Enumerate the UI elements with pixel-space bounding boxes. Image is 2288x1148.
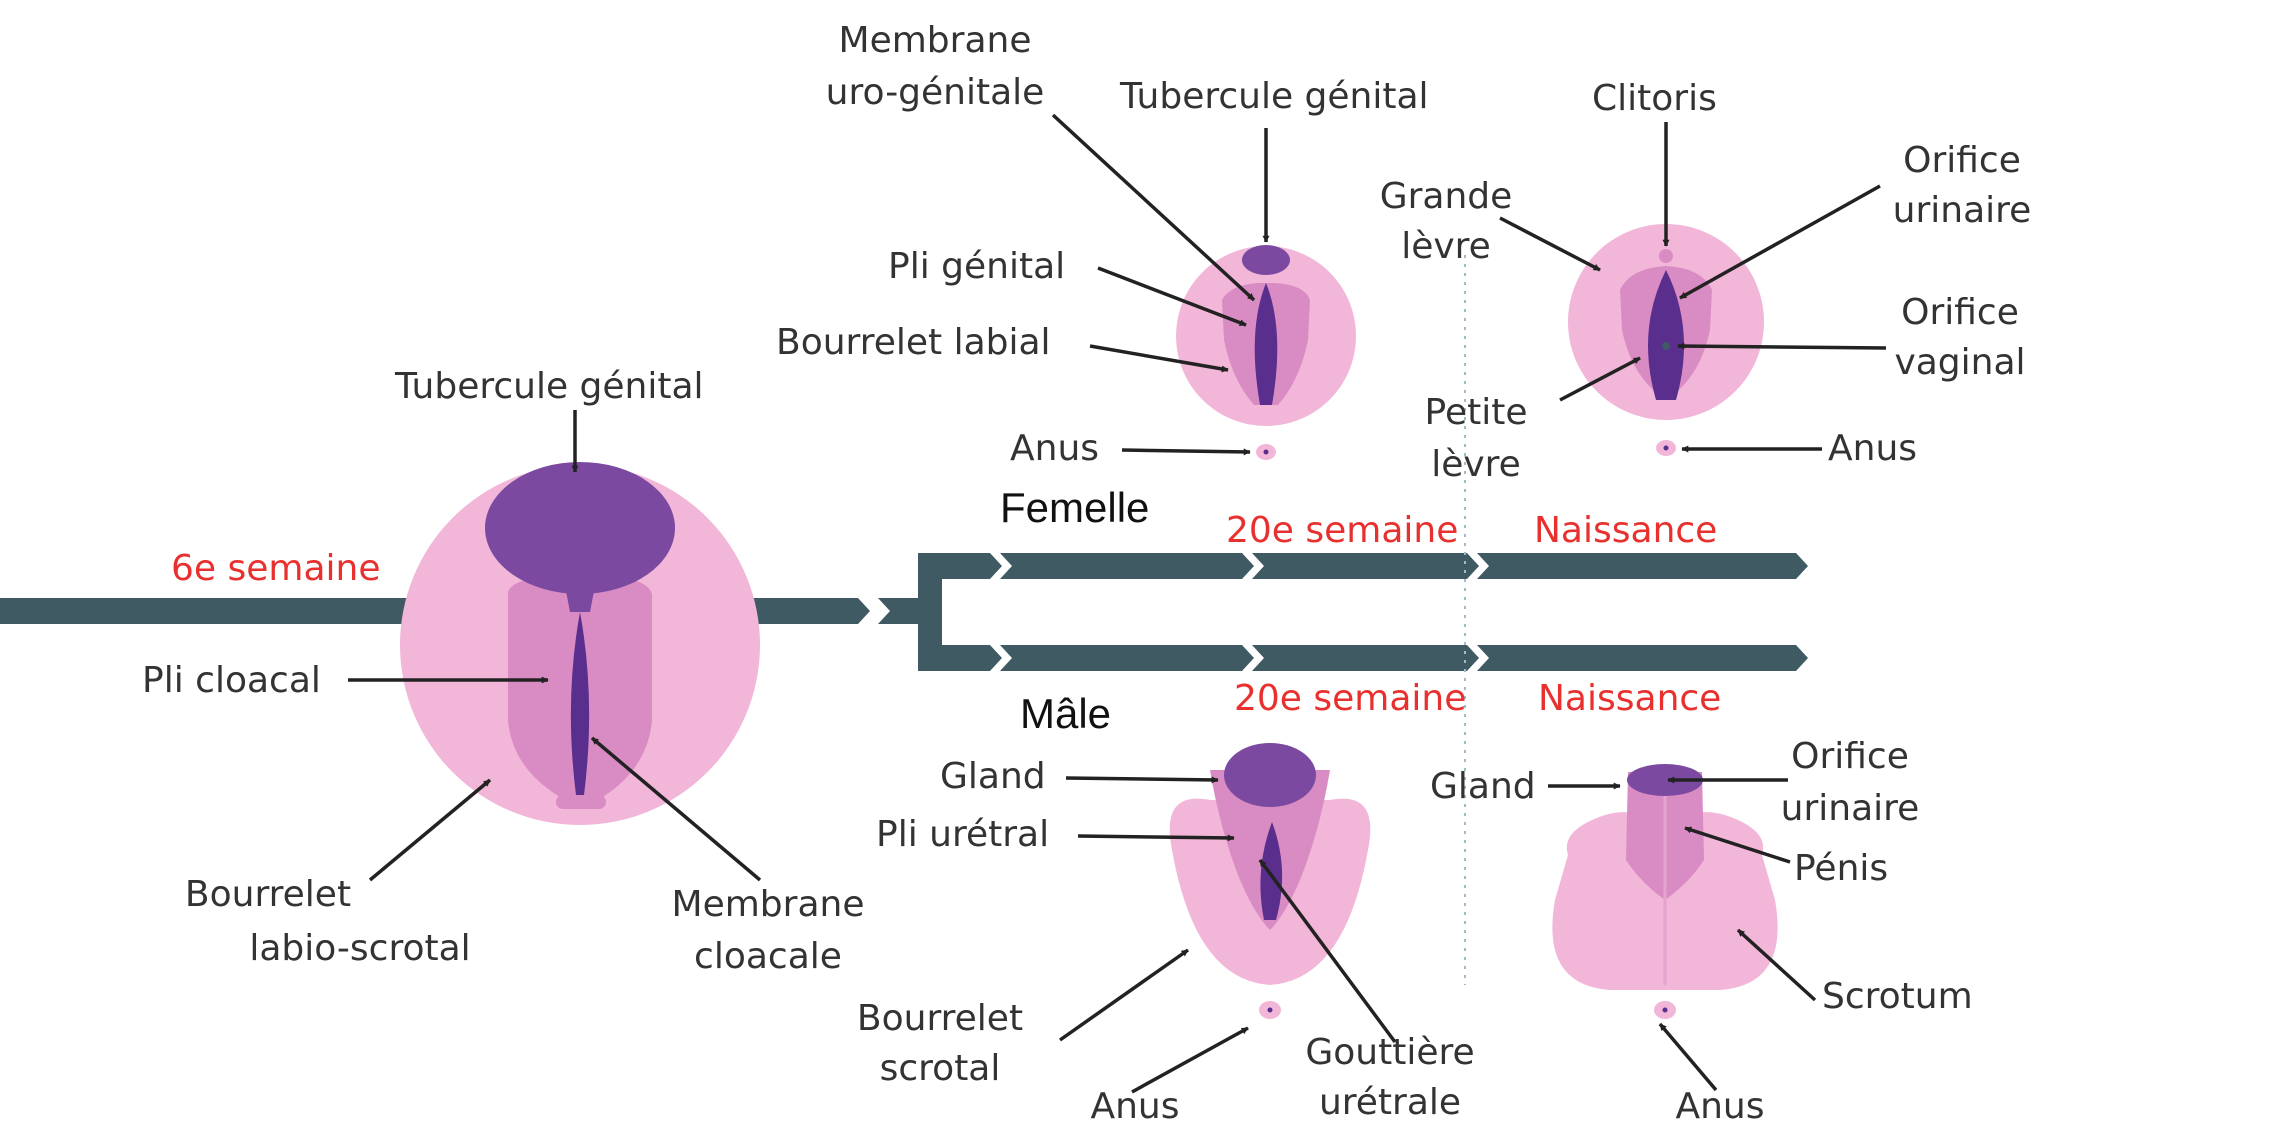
arrow-vaginal-orifice	[1677, 342, 1887, 350]
arrow-penis	[1684, 826, 1791, 864]
male-birth-glans-label: Gland	[1430, 766, 1536, 807]
timeline-female-segment-4	[1477, 553, 1808, 579]
scrotal-swelling-label-1: Bourrelet	[857, 998, 1023, 1039]
arrow-urethral-groove	[1258, 858, 1397, 1044]
urogenital-membrane-label-2: uro-génitale	[826, 72, 1045, 113]
scrotal-swelling-label-2: scrotal	[880, 1048, 1001, 1089]
cloacal-membrane-label-1: Membrane	[672, 884, 865, 925]
timeline-male-segment-3	[1252, 645, 1479, 671]
arrow-labial-swelling	[1089, 344, 1229, 373]
arrow-labioscrotal-swelling	[368, 778, 492, 882]
urethral-groove-label-2: urétrale	[1319, 1082, 1461, 1123]
urethral-groove-label-1: Gouttière	[1305, 1032, 1474, 1073]
scrotum-label: Scrotum	[1822, 976, 1973, 1017]
arrow-scrotum	[1736, 928, 1817, 1002]
labioscrotal-swelling-label-2: labio-scrotal	[249, 928, 470, 969]
male-urinary-orifice-label-2: urinaire	[1781, 788, 1920, 829]
arrow-scrotal-swelling	[1058, 948, 1190, 1042]
labioscrotal-swelling-label-1: Bourrelet	[185, 874, 351, 915]
penis-label: Pénis	[1794, 848, 1888, 889]
timeline-main-segment-2	[878, 598, 922, 624]
arrow-female20-anus	[1121, 448, 1251, 456]
female-birth-anus-label: Anus	[1828, 428, 1917, 469]
labia-majora-label-1: Grande	[1380, 176, 1513, 217]
cloacal-fold-label: Pli cloacal	[142, 660, 321, 701]
male20-anus-label: Anus	[1090, 1086, 1179, 1127]
annotation-arrows	[348, 113, 1887, 1094]
urinary-orifice-label-1: Orifice	[1903, 140, 2021, 181]
clitoris-label: Clitoris	[1592, 78, 1717, 119]
labia-minora-label-1: Petite	[1425, 392, 1528, 433]
male20-glans-label: Gland	[940, 756, 1046, 797]
arrow-male20-glans	[1065, 776, 1219, 784]
timeline-male-segment-4	[1477, 645, 1808, 671]
male-branch-label: Mâle	[1020, 690, 1111, 737]
urinary-orifice-label-2: urinaire	[1893, 190, 2032, 231]
timeline-female-segment-3	[1252, 553, 1479, 579]
arrow-male-birth-anus	[1658, 1022, 1718, 1092]
labia-majora-label-2: lèvre	[1401, 226, 1491, 267]
female20-anus-label: Anus	[1010, 428, 1099, 469]
female-20-week-illustration	[1176, 245, 1356, 460]
male-week20-label: 20e semaine	[1234, 678, 1466, 719]
male-20-week-illustration	[1169, 743, 1371, 1019]
week6-label: 6e semaine	[171, 548, 381, 589]
indifferent-tubercle-label: Tubercule génital	[394, 366, 704, 407]
female-birth-label: Naissance	[1534, 510, 1717, 551]
arrow-urethral-fold	[1077, 834, 1235, 842]
timeline-female-segment-2	[1000, 553, 1254, 579]
urogenital-membrane-label-1: Membrane	[839, 20, 1032, 61]
timeline-male-segment-2	[1000, 645, 1254, 671]
female-branch-label: Femelle	[1000, 484, 1149, 531]
female-week20-label: 20e semaine	[1226, 510, 1458, 551]
arrow-cloacal-membrane	[590, 736, 762, 882]
genital-fold-label: Pli génital	[888, 246, 1065, 287]
vaginal-orifice-label-1: Orifice	[1901, 292, 2019, 333]
female-birth-illustration	[1568, 224, 1764, 456]
male-urinary-orifice-label-1: Orifice	[1791, 736, 1909, 777]
male-birth-label: Naissance	[1538, 678, 1721, 719]
indifferent-stage-illustration	[400, 462, 760, 825]
timeline-female-segment-1	[918, 553, 1002, 579]
female20-tubercle-label: Tubercule génital	[1119, 76, 1429, 117]
urethral-fold-label: Pli urétral	[876, 814, 1049, 855]
labial-swelling-label: Bourrelet labial	[776, 322, 1051, 363]
arrow-genital-fold	[1097, 266, 1247, 327]
vaginal-orifice-label-2: vaginal	[1894, 342, 2025, 383]
arrow-labia-minora	[1559, 356, 1641, 402]
timeline-male-segment-1	[918, 645, 1002, 671]
arrow-urinary-orifice	[1679, 184, 1881, 300]
arrow-urogenital-membrane	[1051, 113, 1256, 302]
labia-minora-label-2: lèvre	[1431, 444, 1521, 485]
arrow-labia-majora	[1499, 216, 1601, 272]
arrow-male20-anus	[1131, 1026, 1249, 1094]
cloacal-membrane-label-2: cloacale	[694, 936, 842, 977]
male-birth-anus-label: Anus	[1675, 1086, 1764, 1127]
timeline	[0, 553, 1808, 671]
male-birth-illustration	[1552, 764, 1778, 1019]
